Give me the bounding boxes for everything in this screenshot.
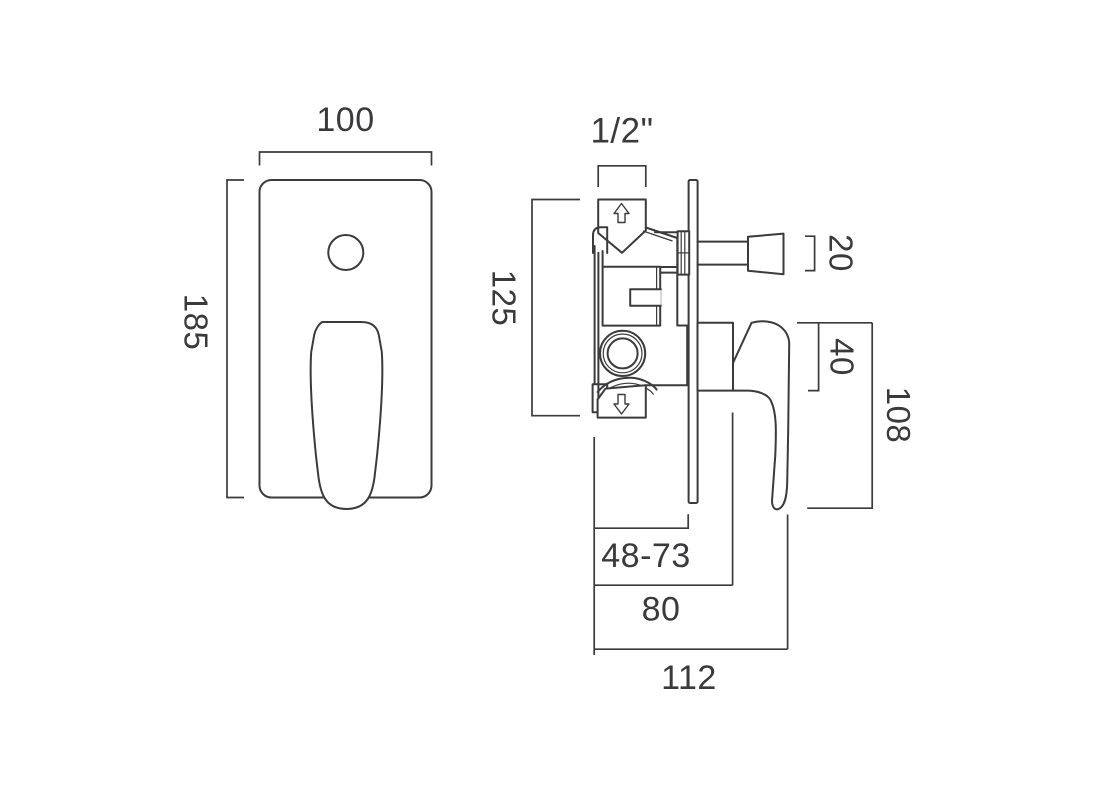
dim-width-bracket: [258, 151, 433, 166]
side-inlet-port: [597, 198, 647, 254]
cartridge-mid-circle: [602, 333, 643, 374]
dim-40-label: 40: [824, 338, 861, 376]
body-right-edge: [644, 237, 689, 387]
dim-20-label: 20: [823, 234, 860, 272]
dim-112-label: 112: [661, 659, 717, 697]
dim-4873-bracket: [594, 514, 690, 530]
dim-125-bracket: [531, 198, 580, 417]
diverter-knob: [747, 232, 785, 276]
dim-108-label: 108: [880, 387, 917, 444]
dim-20-bracket: [805, 235, 816, 272]
cartridge-inner-circle: [606, 337, 639, 370]
flange-top-tab: [592, 226, 609, 254]
dim-inlet-bracket: [597, 164, 647, 187]
front-handle-outline: [309, 321, 384, 510]
wall-plate-side: [687, 179, 699, 504]
dim-80-label: 80: [642, 591, 681, 629]
clip-arch-outer: [596, 376, 658, 393]
dim-height-label: 185: [178, 294, 215, 351]
dim-4873-label: 48-73: [601, 537, 690, 575]
body-chamfer-line-2: [642, 230, 673, 242]
side-handle-lever: [732, 320, 791, 511]
handle-hub: [696, 321, 734, 392]
dim-40-bracket: [808, 322, 820, 392]
dim-inlet-label: 1/2": [590, 112, 653, 151]
inlet-flow-up-arrow-icon: [613, 202, 630, 224]
dim-width-label: 100: [316, 101, 374, 139]
dim-108-bracket: [807, 322, 874, 510]
front-diverter-button: [327, 234, 365, 271]
outlet-flow-down-arrow-icon: [613, 393, 630, 415]
dim-125-label: 125: [486, 270, 523, 327]
housing-notch: [629, 288, 662, 307]
dim-height-bracket: [226, 179, 244, 499]
